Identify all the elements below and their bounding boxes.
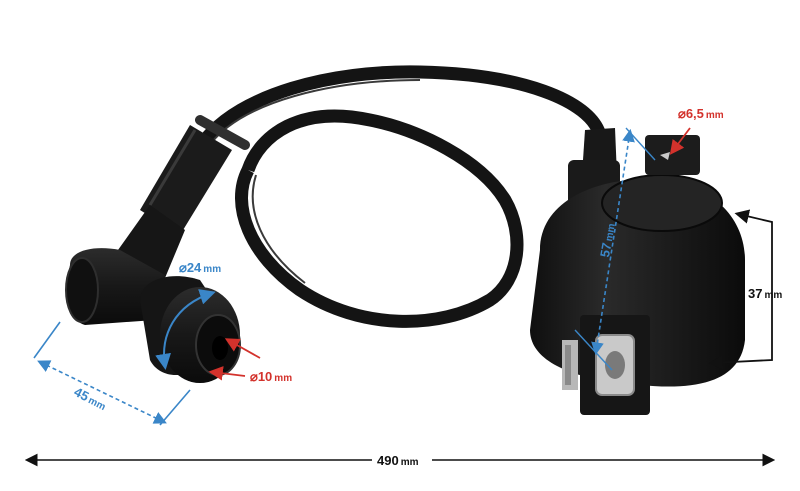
- diameter-symbol: ⌀: [250, 369, 258, 384]
- dimension-coil-diameter: [708, 209, 773, 370]
- diameter-symbol: ⌀: [179, 260, 187, 275]
- dimension-cap-inner: [208, 338, 261, 381]
- dimension-cap-length: [33, 321, 191, 426]
- dimension-coil-height: [574, 127, 656, 371]
- ht-cable: [198, 65, 607, 328]
- diameter-symbol: ⌀: [678, 106, 686, 121]
- ignition-coil: [530, 128, 745, 415]
- dimension-cap-diameter: [155, 289, 216, 370]
- dimension-terminal: [669, 127, 691, 155]
- spark-plug-cap: [65, 205, 241, 383]
- cable-boot: [140, 115, 250, 235]
